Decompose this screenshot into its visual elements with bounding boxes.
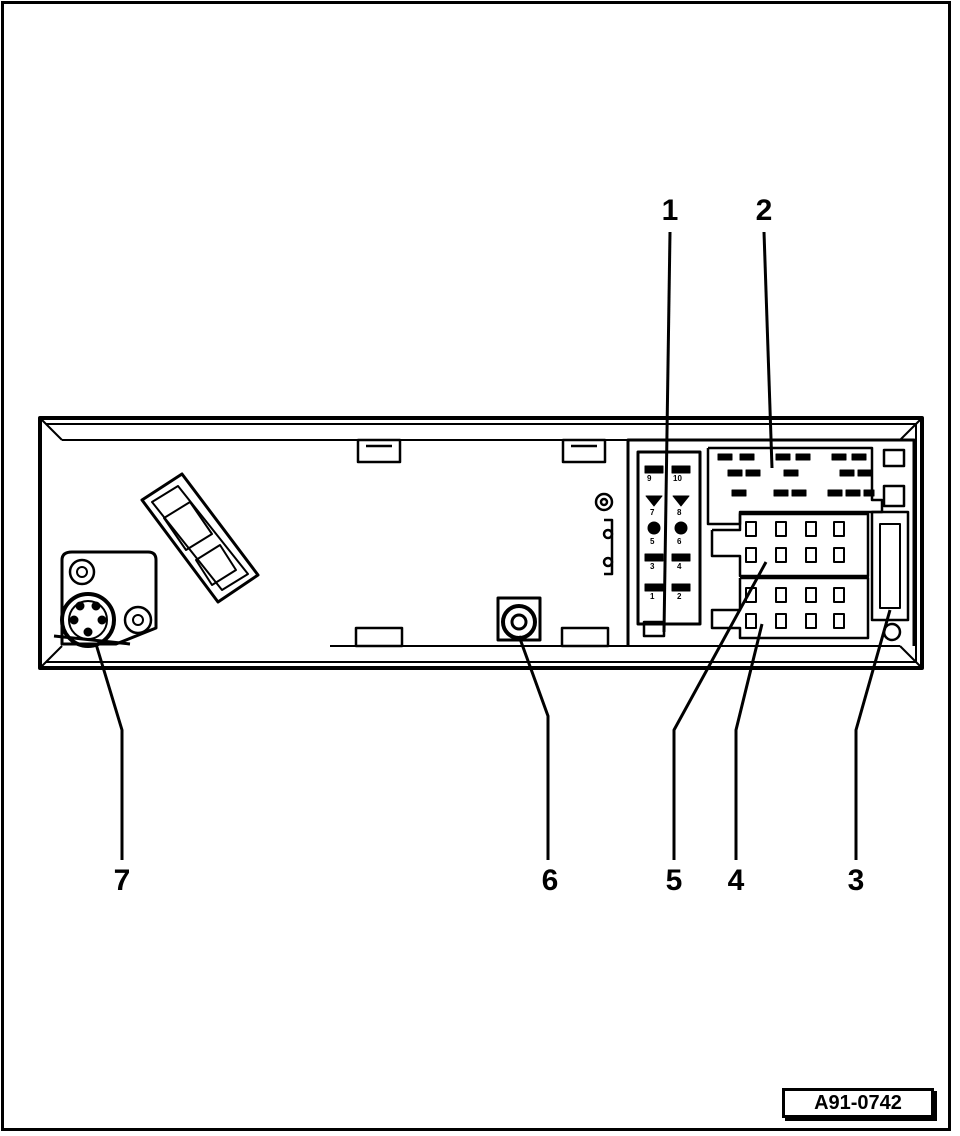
connector-1-power — [636, 450, 702, 638]
figure-reference-label: A91-0742 — [782, 1088, 934, 1118]
panel-fixings — [594, 492, 902, 642]
leader-3 — [854, 609, 892, 860]
leader-7 — [94, 643, 124, 860]
callout-7: 7 — [113, 864, 131, 897]
pin-label-6: 6 — [677, 537, 682, 546]
leader-lines — [94, 231, 892, 860]
callout-3: 3 — [847, 864, 865, 897]
pin-label-5: 5 — [650, 537, 655, 546]
leader-1 — [662, 231, 672, 633]
leader-4 — [734, 623, 764, 860]
mounting-clips — [354, 438, 610, 648]
din-socket — [53, 550, 158, 648]
callout-5: 5 — [665, 864, 683, 897]
connector-4-speakers-rear — [710, 576, 870, 640]
pin-label-10: 10 — [673, 474, 682, 483]
pin-label-2: 2 — [677, 592, 682, 601]
callout-2: 2 — [755, 194, 773, 227]
pin-label-3: 3 — [650, 562, 655, 571]
leader-2 — [762, 231, 774, 469]
pin-label-9: 9 — [647, 474, 652, 483]
callout-1: 1 — [661, 194, 679, 227]
pin-label-4: 4 — [677, 562, 682, 571]
antenna-socket — [496, 596, 542, 642]
pin-label-7: 7 — [650, 508, 655, 517]
connector-2-cd-changer — [706, 446, 906, 526]
pin-label-1: 1 — [650, 592, 655, 601]
pin-label-8: 8 — [677, 508, 682, 517]
callout-4: 4 — [727, 864, 745, 897]
leader-6 — [517, 635, 550, 860]
callout-6: 6 — [541, 864, 559, 897]
connector-5-speakers-front — [710, 512, 870, 578]
fuse-holder — [140, 472, 260, 604]
leader-5 — [672, 561, 768, 860]
